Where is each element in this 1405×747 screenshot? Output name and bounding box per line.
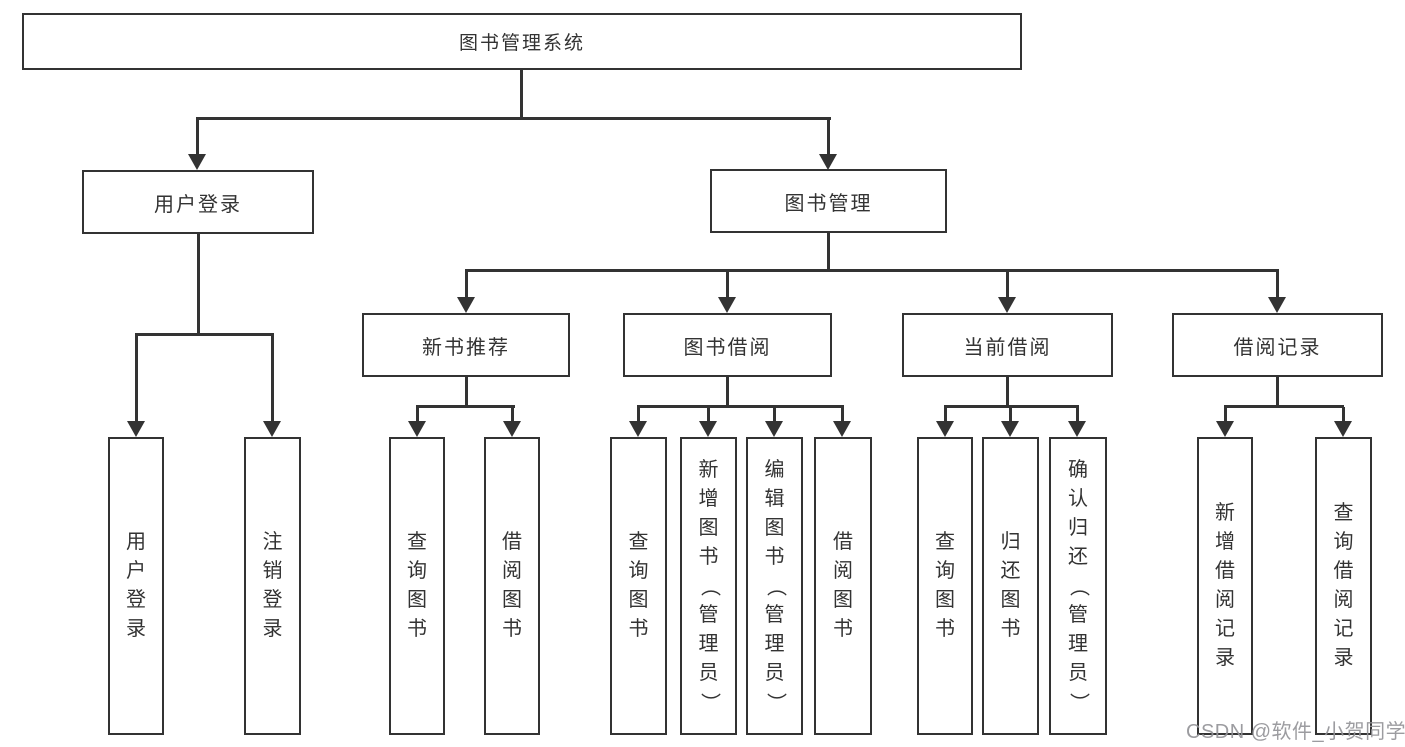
connector-recommend-stem bbox=[465, 377, 468, 407]
leaf-recommend-borrow-book-label: 借阅图书 bbox=[502, 531, 522, 640]
node-new-book-recommend: 新书推荐 bbox=[362, 313, 570, 377]
node-current-borrow-label: 当前借阅 bbox=[963, 336, 1052, 359]
connector-to-bb-add bbox=[707, 407, 710, 422]
connector-to-br-add bbox=[1224, 407, 1227, 422]
connector-book-mgmt-crossbar bbox=[465, 269, 1279, 272]
connector-root-to-user-login bbox=[196, 118, 199, 156]
node-borrow-record-label: 借阅记录 bbox=[1233, 336, 1322, 359]
arrowhead-bb-edit bbox=[765, 421, 783, 437]
arrowhead-borrow-record bbox=[1268, 297, 1286, 313]
connector-book-mgmt-stem bbox=[827, 233, 830, 271]
leaf-current-return-book: 归还图书 bbox=[982, 437, 1039, 735]
leaf-logout-login: 注销登录 bbox=[244, 437, 301, 735]
connector-to-cb-query bbox=[944, 407, 947, 422]
node-root-label: 图书管理系统 bbox=[458, 33, 585, 54]
arrowhead-bb-query bbox=[629, 421, 647, 437]
leaf-borrow-edit-book-label: 编辑图书（管理员） bbox=[764, 458, 786, 713]
leaf-user-login-label: 用户登录 bbox=[126, 531, 146, 640]
leaf-borrow-query-book: 查询图书 bbox=[610, 437, 667, 735]
connector-current-borrow-crossbar bbox=[944, 405, 1079, 408]
arrowhead-leaf-logout bbox=[263, 421, 281, 437]
arrowhead-rec-borrow bbox=[503, 421, 521, 437]
node-new-book-recommend-label: 新书推荐 bbox=[422, 336, 510, 359]
connector-root-crossbar bbox=[196, 117, 831, 120]
leaf-recommend-query-book-label: 查询图书 bbox=[407, 531, 427, 640]
connector-root-to-book-management bbox=[827, 118, 830, 156]
connector-to-cb-confirm bbox=[1076, 407, 1079, 422]
arrowhead-user-login bbox=[188, 154, 206, 170]
arrowhead-cb-return bbox=[1001, 421, 1019, 437]
arrowhead-current-borrow bbox=[998, 297, 1016, 313]
connector-book-borrow-stem bbox=[726, 377, 729, 407]
connector-to-rec-query bbox=[416, 407, 419, 422]
connector-current-borrow-stem bbox=[1006, 377, 1009, 407]
leaf-borrow-add-book-label: 新增图书（管理员） bbox=[698, 458, 720, 713]
node-book-borrow-label: 图书借阅 bbox=[683, 336, 772, 359]
leaf-record-query-record-label: 查询借阅记录 bbox=[1333, 502, 1354, 669]
leaf-current-confirm-return-label: 确认归还（管理员） bbox=[1067, 458, 1090, 713]
arrowhead-br-add bbox=[1216, 421, 1234, 437]
leaf-borrow-query-book-label: 查询图书 bbox=[628, 531, 649, 640]
leaf-user-login: 用户登录 bbox=[108, 437, 164, 735]
leaf-current-query-book-label: 查询图书 bbox=[935, 531, 955, 640]
arrowhead-new-book-recommend bbox=[457, 297, 475, 313]
leaf-record-add-record: 新增借阅记录 bbox=[1197, 437, 1253, 735]
arrowhead-cb-confirm bbox=[1068, 421, 1086, 437]
connector-to-borrow-record bbox=[1276, 271, 1279, 299]
connector-to-rec-borrow bbox=[511, 407, 514, 422]
connector-book-borrow-crossbar bbox=[637, 405, 844, 408]
connector-user-login-crossbar bbox=[135, 333, 274, 336]
leaf-borrow-add-book: 新增图书（管理员） bbox=[680, 437, 737, 735]
leaf-borrow-edit-book: 编辑图书（管理员） bbox=[746, 437, 803, 735]
connector-user-login-stem bbox=[197, 234, 200, 335]
connector-to-book-borrow bbox=[726, 271, 729, 299]
leaf-borrow-borrow-book-label: 借阅图书 bbox=[833, 531, 853, 640]
connector-to-cb-return bbox=[1009, 407, 1012, 422]
leaf-recommend-borrow-book: 借阅图书 bbox=[484, 437, 540, 735]
node-book-management: 图书管理 bbox=[710, 169, 947, 233]
arrowhead-leaf-user-login bbox=[127, 421, 145, 437]
arrowhead-book-borrow bbox=[718, 297, 736, 313]
arrowhead-bb-add bbox=[699, 421, 717, 437]
node-user-login-label: 用户登录 bbox=[154, 193, 242, 216]
leaf-record-query-record: 查询借阅记录 bbox=[1315, 437, 1372, 735]
connector-recommend-crossbar bbox=[416, 405, 515, 408]
leaf-recommend-query-book: 查询图书 bbox=[389, 437, 445, 735]
leaf-logout-login-label: 注销登录 bbox=[262, 531, 283, 640]
connector-to-leaf-user-login bbox=[135, 335, 138, 421]
connector-to-current-borrow bbox=[1006, 271, 1009, 299]
node-root: 图书管理系统 bbox=[22, 13, 1022, 70]
leaf-current-query-book: 查询图书 bbox=[917, 437, 973, 735]
node-user-login: 用户登录 bbox=[82, 170, 314, 234]
connector-to-bb-edit bbox=[773, 407, 776, 422]
node-borrow-record: 借阅记录 bbox=[1172, 313, 1383, 377]
node-book-management-label: 图书管理 bbox=[784, 192, 873, 215]
connector-to-br-query bbox=[1342, 407, 1345, 422]
connector-borrow-record-crossbar bbox=[1224, 405, 1344, 408]
arrowhead-rec-query bbox=[408, 421, 426, 437]
leaf-borrow-borrow-book: 借阅图书 bbox=[814, 437, 872, 735]
arrowhead-book-management bbox=[819, 154, 837, 170]
arrowhead-bb-borrow bbox=[833, 421, 851, 437]
connector-to-leaf-logout bbox=[271, 335, 274, 421]
connector-root-stem bbox=[520, 69, 523, 119]
node-book-borrow: 图书借阅 bbox=[623, 313, 832, 377]
connector-to-new-book-recommend bbox=[465, 271, 468, 299]
connector-borrow-record-stem bbox=[1276, 377, 1279, 407]
connector-to-bb-borrow bbox=[841, 407, 844, 422]
leaf-record-add-record-label: 新增借阅记录 bbox=[1215, 502, 1235, 669]
watermark: CSDN @软件_小贺同学 bbox=[1186, 721, 1405, 743]
arrowhead-br-query bbox=[1334, 421, 1352, 437]
leaf-current-confirm-return: 确认归还（管理员） bbox=[1049, 437, 1107, 735]
arrowhead-cb-query bbox=[936, 421, 954, 437]
leaf-current-return-book-label: 归还图书 bbox=[1000, 531, 1021, 640]
connector-to-bb-query bbox=[637, 407, 640, 422]
node-current-borrow: 当前借阅 bbox=[902, 313, 1113, 377]
